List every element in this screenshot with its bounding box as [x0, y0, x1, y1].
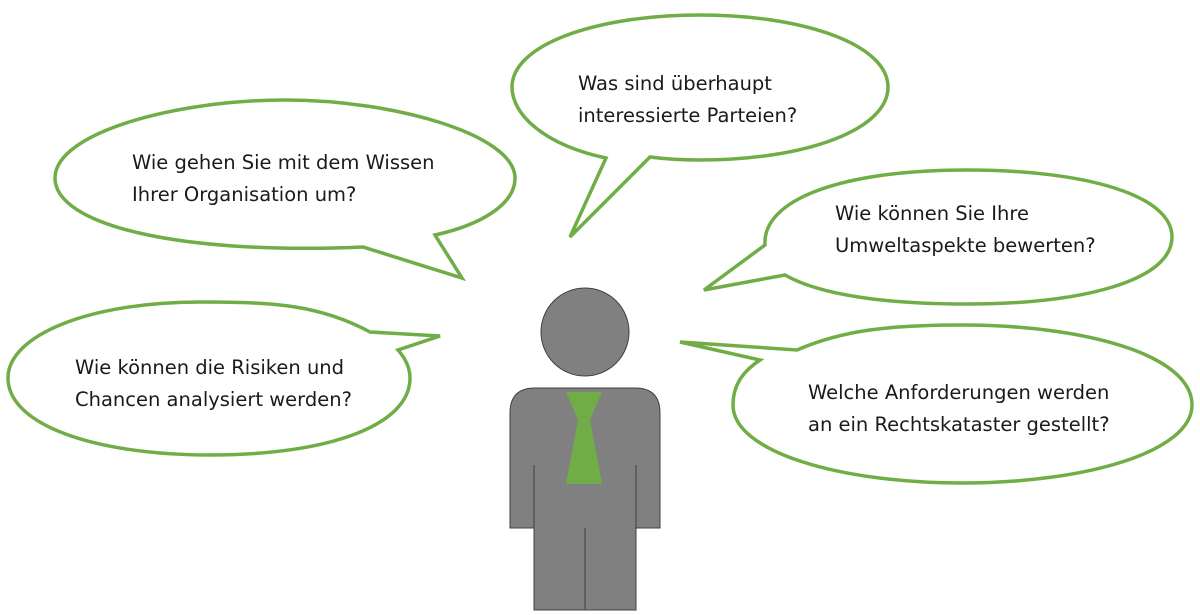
person-torso [509, 387, 661, 611]
bubble-line: Wie können Sie Ihre [835, 202, 1029, 225]
bubble-line: Wie gehen Sie mit dem Wissen [132, 151, 435, 174]
bubble-line: Welche Anforderungen werden [808, 381, 1110, 404]
bubble-line: Was sind überhaupt [578, 72, 772, 95]
bubble-text-environment: Wie können Sie Ihre Umweltaspekte bewert… [835, 198, 1096, 262]
bubble-line: Chancen analysiert werden? [75, 388, 352, 411]
bubble-text-risks: Wie können die Risiken und Chancen analy… [75, 352, 352, 416]
bubble-text-knowledge: Wie gehen Sie mit dem Wissen Ihrer Organ… [132, 147, 435, 211]
person-head [540, 287, 630, 377]
bubble-line: Ihrer Organisation um? [132, 183, 357, 206]
speech-bubble-parties [510, 13, 890, 239]
bubble-line: an ein Rechtskataster gestellt? [808, 413, 1110, 436]
speech-bubble-knowledge [53, 98, 517, 282]
bubble-line: Umweltaspekte bewerten? [835, 234, 1096, 257]
speech-bubble-environment [702, 168, 1174, 306]
bubble-line: interessierte Parteien? [578, 104, 798, 127]
speech-bubble-legal [679, 323, 1194, 485]
speech-bubble-risks [6, 300, 441, 457]
bubble-text-legal: Welche Anforderungen werden an ein Recht… [808, 377, 1110, 441]
person-tie [566, 392, 602, 484]
bubble-line: Wie können die Risiken und [75, 356, 345, 379]
bubble-text-parties: Was sind überhaupt interessierte Parteie… [578, 68, 797, 132]
person-figure [509, 287, 661, 611]
